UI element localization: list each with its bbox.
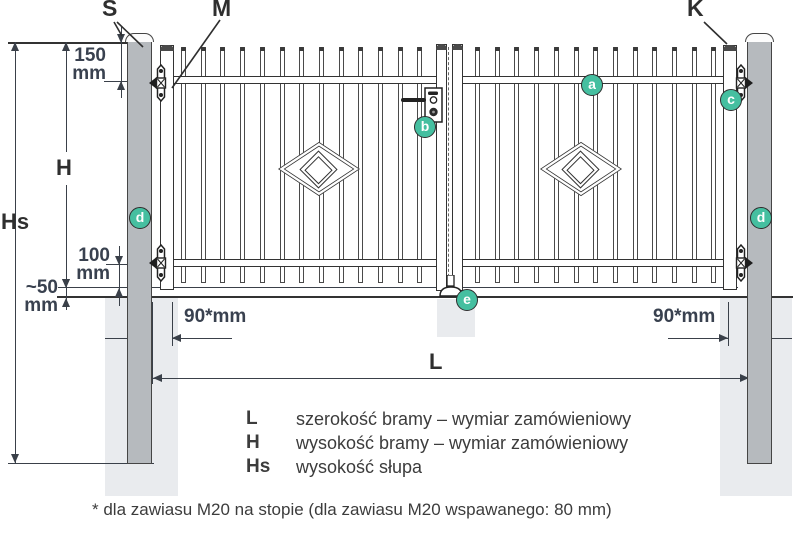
gate-bottom-level-line xyxy=(58,287,738,289)
label-S: S xyxy=(102,0,118,21)
marker-c-letter: c xyxy=(727,91,735,107)
label-K: K xyxy=(687,0,704,21)
picket xyxy=(672,47,677,283)
marker-c: c xyxy=(720,89,742,111)
picket xyxy=(475,47,480,283)
dim-50-value: ~50 xyxy=(25,277,58,298)
marker-d-right-letter: d xyxy=(756,209,766,225)
picket xyxy=(240,47,246,283)
dim-100mm: 100 mm xyxy=(66,245,110,284)
picket xyxy=(200,47,206,283)
arrow-90-right-a xyxy=(719,334,728,342)
arrow-50-top xyxy=(61,279,70,288)
dim-90-left-line-b xyxy=(172,338,232,340)
picket xyxy=(534,47,540,283)
marker-a-letter: a xyxy=(588,76,596,92)
footnote: * dla zawiasu M20 na stopie (dla zawiasu… xyxy=(92,500,612,519)
post-bottom-line xyxy=(8,463,154,465)
gate-stile-left xyxy=(160,45,174,290)
picket xyxy=(181,47,186,283)
arrow-L-right xyxy=(740,373,749,382)
legend-key-H: H xyxy=(246,432,260,453)
post-right xyxy=(747,40,772,464)
hinge-top-left-M xyxy=(149,63,173,103)
legend-desc-L: szerokość bramy – wymiar zamówieniowy xyxy=(296,409,632,429)
dim-line-H-upper xyxy=(66,42,68,152)
picket xyxy=(220,47,226,283)
arrow-150-bottom xyxy=(117,81,125,90)
bottom-rail-left-leaf xyxy=(173,259,437,267)
ext-line-left-post xyxy=(152,302,154,384)
picket xyxy=(378,47,383,283)
picket xyxy=(691,47,697,283)
marker-d-left-letter: d xyxy=(135,209,145,225)
dim-50-unit: mm xyxy=(24,295,58,316)
dim-line-100 xyxy=(119,246,121,306)
label-H: H xyxy=(56,155,72,180)
marker-e-letter: e xyxy=(463,291,471,307)
top-rail-left-leaf xyxy=(173,76,437,84)
arrow-H-top xyxy=(61,42,70,51)
lock-icon xyxy=(398,85,444,125)
picket xyxy=(417,47,423,283)
picket xyxy=(632,47,638,283)
dim-150-unit: mm xyxy=(72,63,106,84)
arrow-50-bottom xyxy=(61,297,70,307)
ext-line-left-stile xyxy=(172,302,174,346)
dim-100-value: 100 xyxy=(78,245,110,266)
ext-line-right-stile xyxy=(728,302,730,346)
dim-100-unit: mm xyxy=(76,263,110,284)
picket xyxy=(358,47,364,283)
leaf-split-dashed-line xyxy=(448,47,449,287)
hinge-top-level-tick xyxy=(104,81,128,83)
arrow-Hs-top xyxy=(11,42,19,51)
dim-50mm: ~50 mm xyxy=(16,277,58,316)
picket xyxy=(652,47,658,283)
legend: L szerokość bramy – wymiar zamówieniowy … xyxy=(246,408,632,478)
picket xyxy=(397,47,403,283)
marker-b-letter: b xyxy=(420,118,430,134)
marker-d-left: d xyxy=(129,207,151,229)
legend-key-L: L xyxy=(246,408,258,429)
marker-e: e xyxy=(456,289,478,311)
picket xyxy=(711,47,717,283)
label-M: M xyxy=(212,0,232,21)
picket xyxy=(259,47,265,283)
dim-line-H-lower xyxy=(66,185,68,310)
hinge-bottom-left xyxy=(149,243,173,283)
dim-line-L xyxy=(153,377,749,379)
hinge-bottom-right xyxy=(729,243,753,283)
dim-line-Hs xyxy=(15,42,17,463)
marker-d-right: d xyxy=(750,207,772,229)
legend-desc-H: wysokość bramy – wymiar zamówieniowy xyxy=(296,433,629,453)
arrow-150-top xyxy=(117,34,125,43)
label-Hs: Hs xyxy=(1,209,30,234)
arrow-100-top xyxy=(115,256,123,265)
arrow-Hs-bottom xyxy=(11,454,19,463)
dim-90-right-line-a xyxy=(668,338,728,340)
dim-150mm: 150 mm xyxy=(62,45,106,84)
post-left xyxy=(127,40,152,464)
ground-line xyxy=(57,296,793,298)
dim-90mm-left: 90*mm xyxy=(184,306,247,327)
legend-desc-Hs: wysokość słupa xyxy=(296,457,423,477)
picket xyxy=(514,47,520,283)
marker-a: a xyxy=(581,74,603,96)
marker-b: b xyxy=(414,116,436,138)
arrow-L-left xyxy=(153,373,162,382)
dim-150-value: 150 xyxy=(74,45,106,66)
arrow-90-left-b xyxy=(172,334,181,342)
label-L: L xyxy=(429,349,443,374)
legend-key-Hs: Hs xyxy=(246,456,271,477)
bottom-rail-right-leaf xyxy=(462,259,724,267)
dim-90mm-right: 90*mm xyxy=(653,306,716,327)
arrow-100-bottom xyxy=(115,288,123,297)
picket xyxy=(494,47,500,283)
dim-line-150 xyxy=(121,26,123,98)
